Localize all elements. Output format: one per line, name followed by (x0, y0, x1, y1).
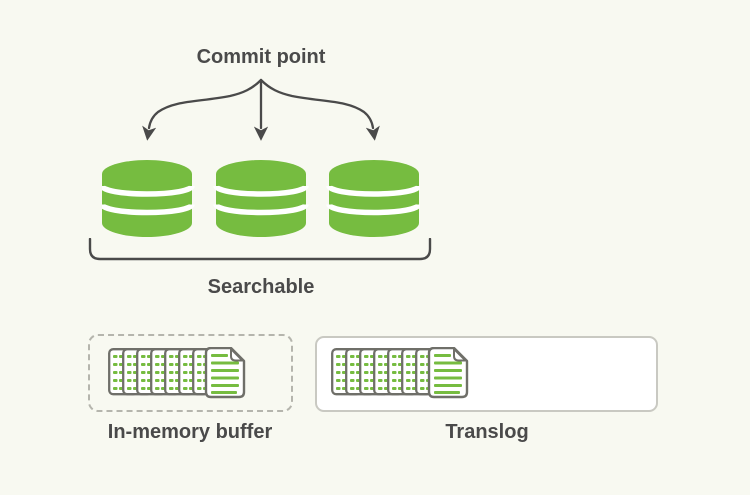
searchable-bracket (88, 238, 432, 261)
in-memory-buffer-label: In-memory buffer (107, 421, 273, 443)
database-cylinder-icon (216, 160, 306, 237)
translog-label: Translog (445, 421, 529, 443)
database-cylinder-icon (102, 160, 192, 237)
arrow-right (259, 78, 380, 141)
in-memory-buffer-box (88, 334, 293, 412)
segments-row (102, 160, 420, 238)
document-stack-icon (108, 347, 248, 399)
commit-point-label: Commit point (196, 46, 326, 68)
searchable-label: Searchable (207, 276, 315, 298)
document-stack-icon (331, 347, 471, 399)
database-cylinder-icon (329, 160, 419, 237)
fan-out-arrows-icon (142, 78, 380, 141)
arrow-left (142, 78, 263, 141)
